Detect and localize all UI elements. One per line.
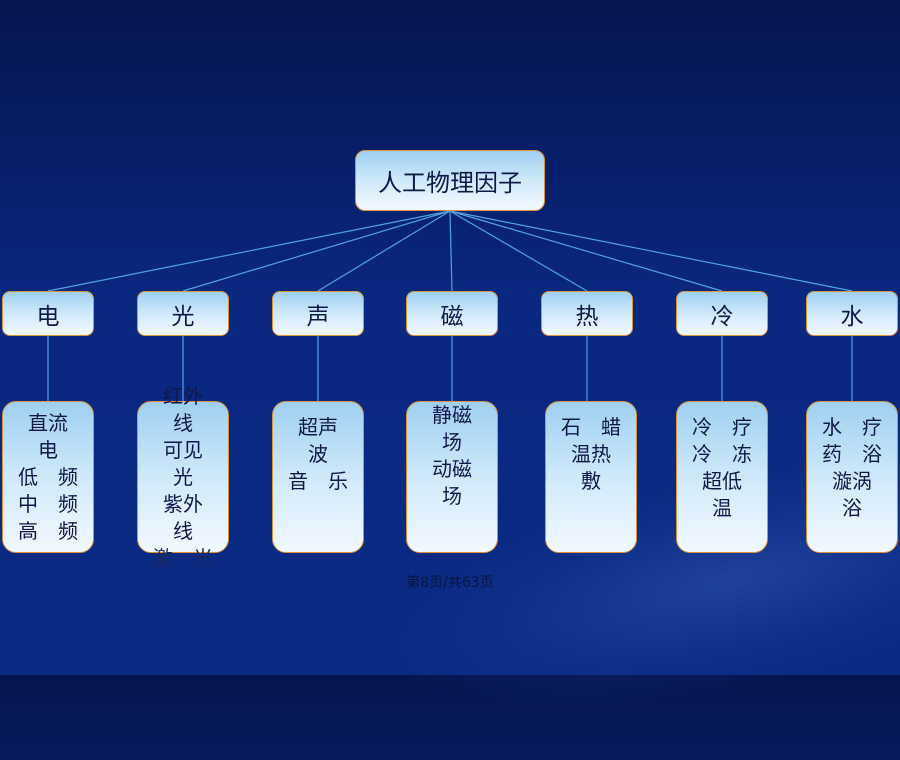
root-to-category-line [449, 210, 453, 292]
detail-line: 冷 疗 [692, 415, 752, 439]
category-label: 水 [840, 303, 864, 330]
detail-line: 波 [308, 442, 328, 466]
detail-line: 线 [173, 518, 193, 543]
detail-line: 激 光 [153, 545, 213, 570]
category-node-sound: 声 [272, 291, 364, 336]
detail-line: 低 频 [18, 464, 78, 489]
detail-line: 电 [38, 437, 58, 462]
detail-node-water: 水 疗 药 浴 漩涡 浴 [806, 401, 898, 553]
detail-node-light: 红外 线 可见 光 紫外 线 激 光 [137, 384, 229, 570]
detail-line: 温 [712, 496, 732, 520]
detail-line: 光 [173, 464, 193, 489]
root-to-category-line [47, 210, 451, 292]
detail-line: 超声 [298, 415, 338, 439]
category-label: 光 [171, 303, 195, 330]
category-node-electric: 电 [2, 291, 94, 336]
category-node-cold: 冷 [676, 291, 768, 336]
detail-line: 冷 冻 [692, 442, 752, 466]
detail-line: 药 浴 [822, 442, 882, 466]
category-label: 热 [575, 303, 599, 330]
detail-node-heat: 石 蜡 温热 敷 [545, 401, 637, 553]
connector-lines [47, 210, 853, 401]
detail-line: 高 频 [18, 518, 78, 543]
category-label: 声 [306, 303, 330, 330]
detail-line: 中 频 [18, 491, 78, 516]
detail-line: 动磁 [432, 457, 472, 481]
category-label: 磁 [440, 303, 464, 330]
root-to-category-line [317, 210, 451, 292]
detail-line: 音 乐 [288, 469, 348, 493]
category-node-light: 光 [137, 291, 229, 336]
detail-line: 直流 [28, 410, 68, 435]
detail-line: 水 疗 [822, 415, 882, 439]
detail-line: 线 [173, 410, 193, 435]
detail-line: 场 [442, 430, 462, 454]
detail-line: 敷 [581, 469, 601, 493]
detail-line: 静磁 [432, 403, 472, 427]
detail-node-cold: 冷 疗 冷 冻 超低 温 [676, 401, 768, 553]
detail-line: 红外 [163, 383, 203, 408]
detail-line: 场 [442, 484, 462, 508]
detail-line: 紫外 [163, 491, 203, 516]
root-to-category-line [182, 210, 451, 292]
category-node-water: 水 [806, 291, 898, 336]
category-node-magnetic: 磁 [406, 291, 498, 336]
detail-node-sound: 超声 波 音 乐 [272, 401, 364, 553]
detail-node-magnetic: 静磁 场 动磁 场 [406, 401, 498, 553]
root-to-category-line [449, 210, 853, 292]
category-label: 电 [36, 303, 60, 330]
detail-line: 超低 [702, 469, 742, 493]
detail-line: 漩涡 [832, 469, 872, 493]
detail-line: 石 蜡 [561, 415, 621, 439]
root-label: 人工物理因子 [378, 169, 522, 197]
page-indicator: 第8页/共63页 [406, 575, 494, 591]
detail-line: 浴 [842, 496, 862, 520]
detail-node-electric: 直流 电 低 频 中 频 高 频 [2, 401, 94, 553]
root-node: 人工物理因子 [355, 150, 545, 211]
detail-line: 温热 [571, 442, 611, 466]
category-node-heat: 热 [541, 291, 633, 336]
root-to-category-line [449, 210, 723, 292]
detail-line: 可见 [163, 437, 203, 462]
category-label: 冷 [710, 303, 734, 330]
root-to-category-line [449, 210, 588, 292]
